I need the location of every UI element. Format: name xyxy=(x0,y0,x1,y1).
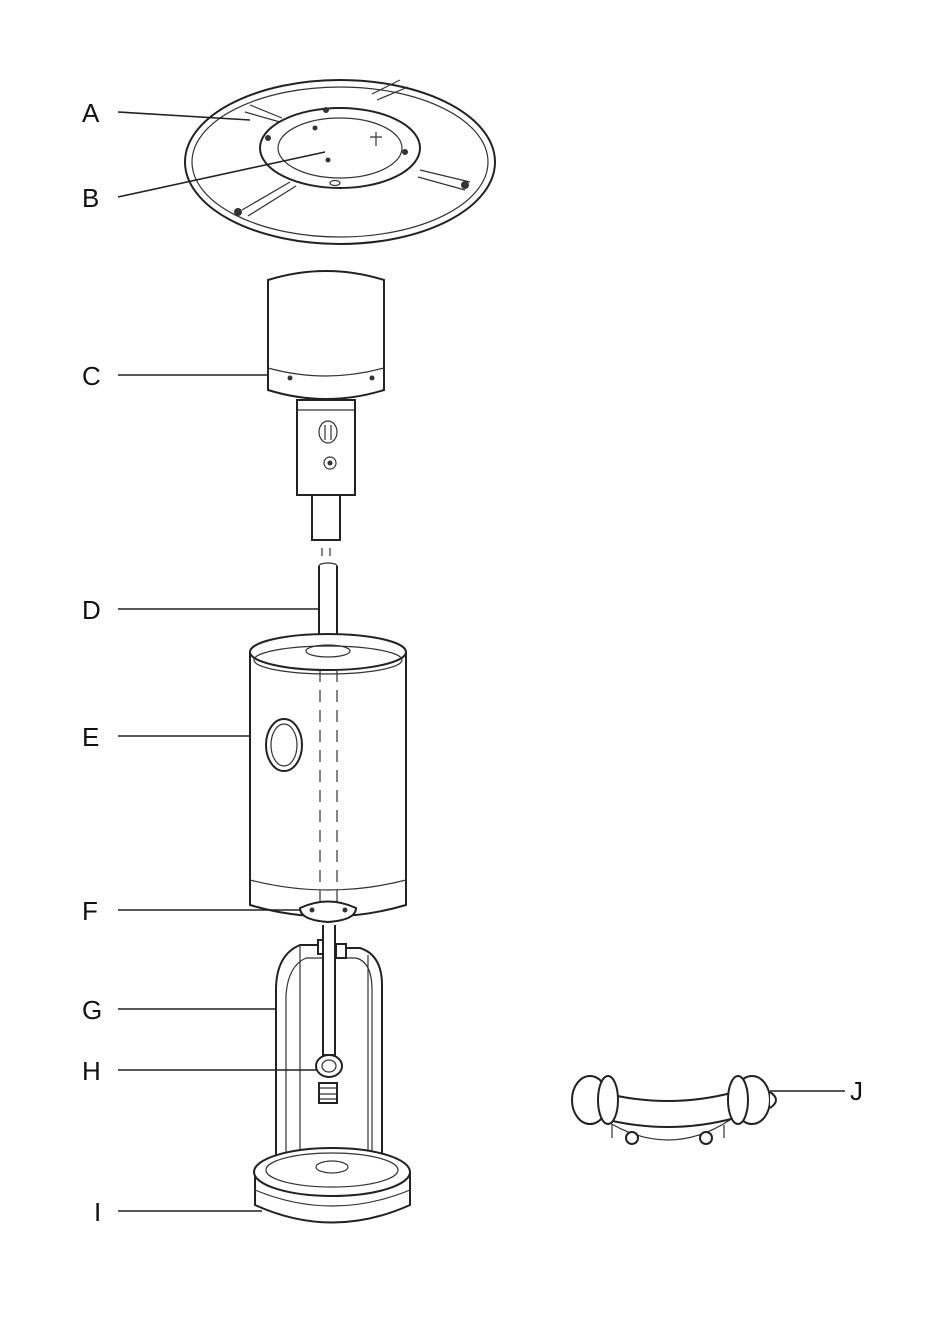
label-g: G xyxy=(82,995,102,1025)
label-h: H xyxy=(82,1056,101,1086)
label-i: I xyxy=(94,1197,101,1227)
label-d: D xyxy=(82,595,101,625)
top-plate xyxy=(260,107,420,188)
wheel-assembly xyxy=(572,1076,776,1144)
label-c: C xyxy=(82,361,101,391)
base xyxy=(254,1148,410,1223)
tank-housing xyxy=(250,634,406,917)
label-j: J xyxy=(850,1076,863,1106)
label-e: E xyxy=(82,722,99,752)
label-a: A xyxy=(82,98,100,128)
label-f: F xyxy=(82,896,98,926)
burner-head xyxy=(268,271,384,556)
mounting-bracket xyxy=(300,902,356,923)
label-b: B xyxy=(82,183,99,213)
